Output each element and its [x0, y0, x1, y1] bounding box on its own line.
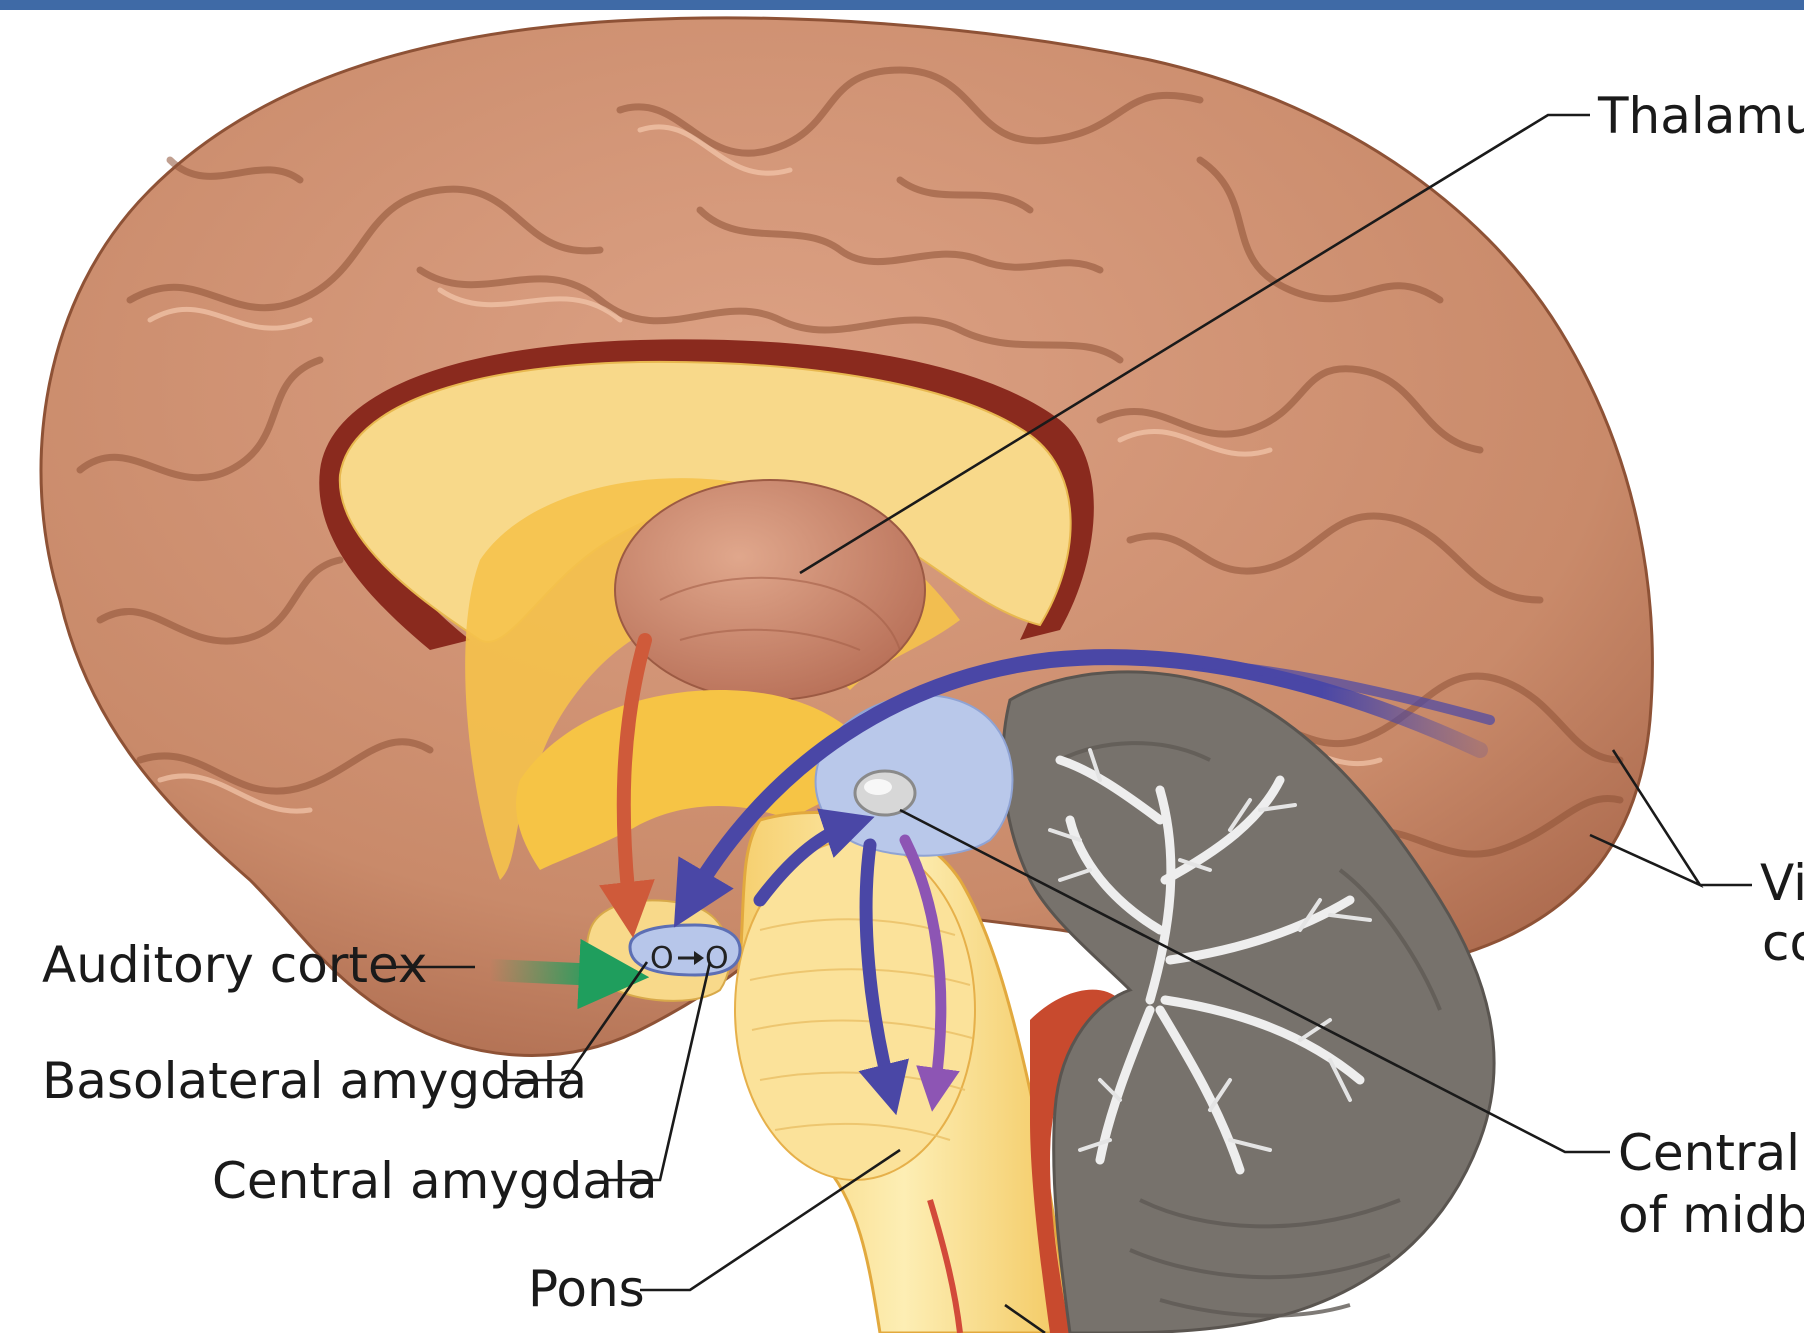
label-basolateral-amygdala: Basolateral amygdala	[42, 1052, 587, 1110]
basolateral-node: O	[650, 941, 674, 976]
label-central-gray-2: of midbr	[1618, 1186, 1804, 1244]
auditory-cortex-to-amygdala-pathway	[490, 970, 600, 975]
label-visual-cortex-1: Vi	[1760, 854, 1804, 912]
label-thalamus: Thalamus	[1597, 87, 1804, 145]
thalamus	[615, 480, 925, 700]
label-visual-cortex-2: co	[1762, 914, 1804, 972]
label-central-gray-1: Central g	[1618, 1124, 1804, 1182]
label-central-amygdala: Central amygdala	[212, 1152, 658, 1210]
central-gray-highlight	[864, 779, 892, 795]
label-auditory-cortex: Auditory cortex	[42, 936, 427, 994]
label-pons: Pons	[528, 1260, 645, 1318]
